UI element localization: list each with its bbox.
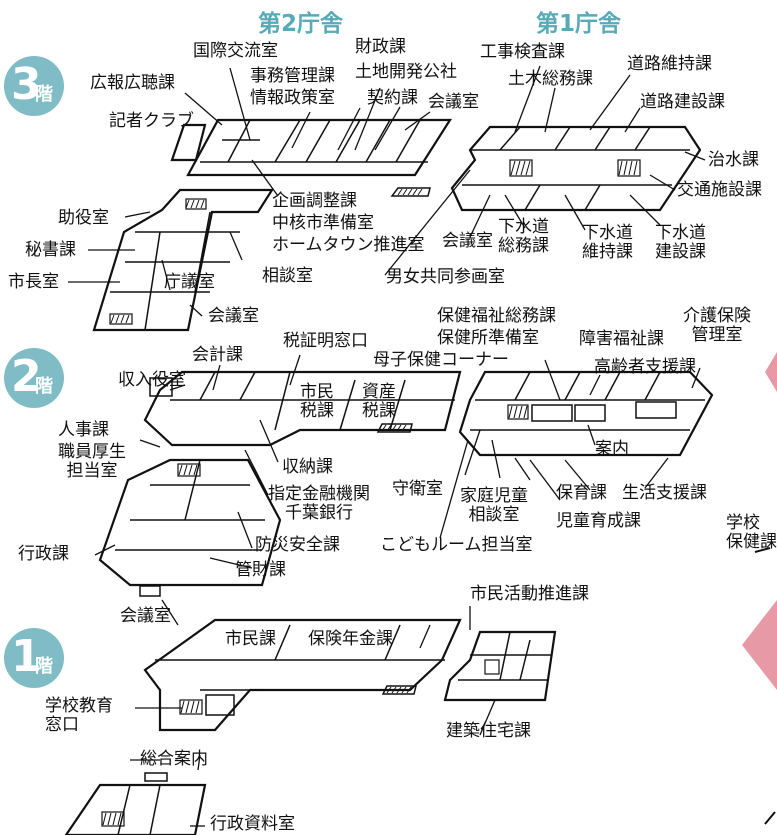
floor1-plan xyxy=(64,599,557,835)
label-sodan: 相談室 xyxy=(262,266,313,286)
label-kaigi-3b: 会議室 xyxy=(442,231,493,251)
label-kenchiku: 建築住宅課 xyxy=(446,721,531,741)
label-shuno: 収納課 xyxy=(282,457,333,477)
label-gesui-somu: 下水道 総務課 xyxy=(498,217,549,256)
label-chogi: 庁議室 xyxy=(164,272,215,292)
label-kotsu: 交通施設課 xyxy=(677,180,762,200)
label-kisha: 記者クラブ xyxy=(109,111,194,131)
label-tochi: 土地開発公社 xyxy=(355,62,457,82)
label-shimin-katsudo: 市民活動推進課 xyxy=(470,584,589,604)
building-2-title: 第2庁舎 xyxy=(258,11,344,37)
label-hoiku: 保育課 xyxy=(556,483,607,503)
label-koreisha: 高齢者支援課 xyxy=(594,357,696,377)
floor-suffix: 階 xyxy=(35,84,53,105)
label-kaigi-3c: 会議室 xyxy=(208,306,259,326)
label-gyosei-shiryo: 行政資料室 xyxy=(210,814,295,834)
floor-number: 3 xyxy=(11,59,42,110)
label-shuei: 守衛室 xyxy=(392,479,443,499)
label-shokuin: 職員厚生 担当室 xyxy=(58,442,126,481)
label-kaikei: 会計課 xyxy=(192,345,243,365)
label-shogai: 障害福祉課 xyxy=(579,329,664,349)
building-1-title: 第1庁舎 xyxy=(536,11,622,37)
label-gakko-kyoiku: 学校教育 窓口 xyxy=(45,696,113,735)
label-kouji: 工事検査課 xyxy=(480,42,565,62)
floor2-plan xyxy=(94,354,714,597)
label-kikaku: 企画調整課 xyxy=(272,191,357,211)
label-kokusai: 国際交流室 xyxy=(193,41,278,61)
label-shunyu: 収入役室 xyxy=(118,370,186,390)
label-gesui-iji: 下水道 維持課 xyxy=(582,223,633,262)
label-zeishomei: 税証明窓口 xyxy=(283,331,368,351)
label-bosai: 防災安全課 xyxy=(255,535,340,555)
label-hoken-junbi: 保健所準備室 xyxy=(437,328,539,348)
floor-badge-1: 1 階 xyxy=(4,628,64,688)
floor-suffix: 階 xyxy=(35,656,53,677)
label-keiyaku: 契約課 xyxy=(367,88,418,108)
label-hisho: 秘書課 xyxy=(25,240,76,260)
label-koho: 広報広聴課 xyxy=(90,73,175,93)
label-gyosei: 行政課 xyxy=(18,544,69,564)
label-zaisei: 財政課 xyxy=(355,37,406,57)
floor-number: 2 xyxy=(11,351,42,402)
label-chukaku: 中核市準備室 xyxy=(272,213,374,233)
label-shimin: 市民課 xyxy=(225,629,276,649)
floor-badge-3: 3 階 xyxy=(4,56,64,116)
label-gakko-hoken: 学校 保健課 xyxy=(726,513,777,552)
label-shiminzei: 市民 税課 xyxy=(300,382,334,421)
label-shitei: 指定金融機関 千葉銀行 xyxy=(268,484,370,523)
label-seikatsu: 生活支援課 xyxy=(622,483,707,503)
label-jimu: 事務管理課 xyxy=(250,66,335,86)
label-jido: 児童育成課 xyxy=(556,511,641,531)
label-kaigi-1: 会議室 xyxy=(120,606,171,626)
label-hoken-somu: 保健福祉総務課 xyxy=(437,306,556,326)
label-joyakusitsu: 助役室 xyxy=(58,208,109,228)
label-annai: 案内 xyxy=(595,439,629,459)
label-sogo: 総合案内 xyxy=(140,749,208,769)
floor-number: 1 xyxy=(11,631,42,682)
label-chisui: 治水課 xyxy=(708,150,759,170)
label-jinji: 人事課 xyxy=(58,420,109,440)
label-doboku: 土木総務課 xyxy=(508,69,593,89)
label-gesui-kensetsu: 下水道 建設課 xyxy=(655,223,706,262)
label-danjo: 男女共同参画室 xyxy=(386,267,505,287)
label-shisanzei: 資産 税課 xyxy=(362,382,396,421)
label-kanzai: 管財課 xyxy=(235,560,286,580)
label-joho: 情報政策室 xyxy=(250,88,335,108)
label-kaigo: 介護保険 管理室 xyxy=(683,306,751,345)
label-kaigi-3a: 会議室 xyxy=(428,92,479,112)
label-kodomo: こどもルーム担当室 xyxy=(380,535,533,555)
label-hometown: ホームタウン推進室 xyxy=(272,235,425,255)
label-katei: 家庭児童 相談室 xyxy=(460,486,528,525)
label-dorokensetsu: 道路建設課 xyxy=(640,92,725,112)
label-hoken-nenkin: 保険年金課 xyxy=(308,629,393,649)
floor-suffix: 階 xyxy=(35,376,53,397)
label-shicho: 市長室 xyxy=(8,272,59,292)
floor-badge-2: 2 階 xyxy=(4,348,64,408)
label-dororeiji: 道路維持課 xyxy=(627,54,712,74)
floor3-plan xyxy=(68,65,706,332)
label-boshi: 母子保健コーナー xyxy=(373,350,509,370)
